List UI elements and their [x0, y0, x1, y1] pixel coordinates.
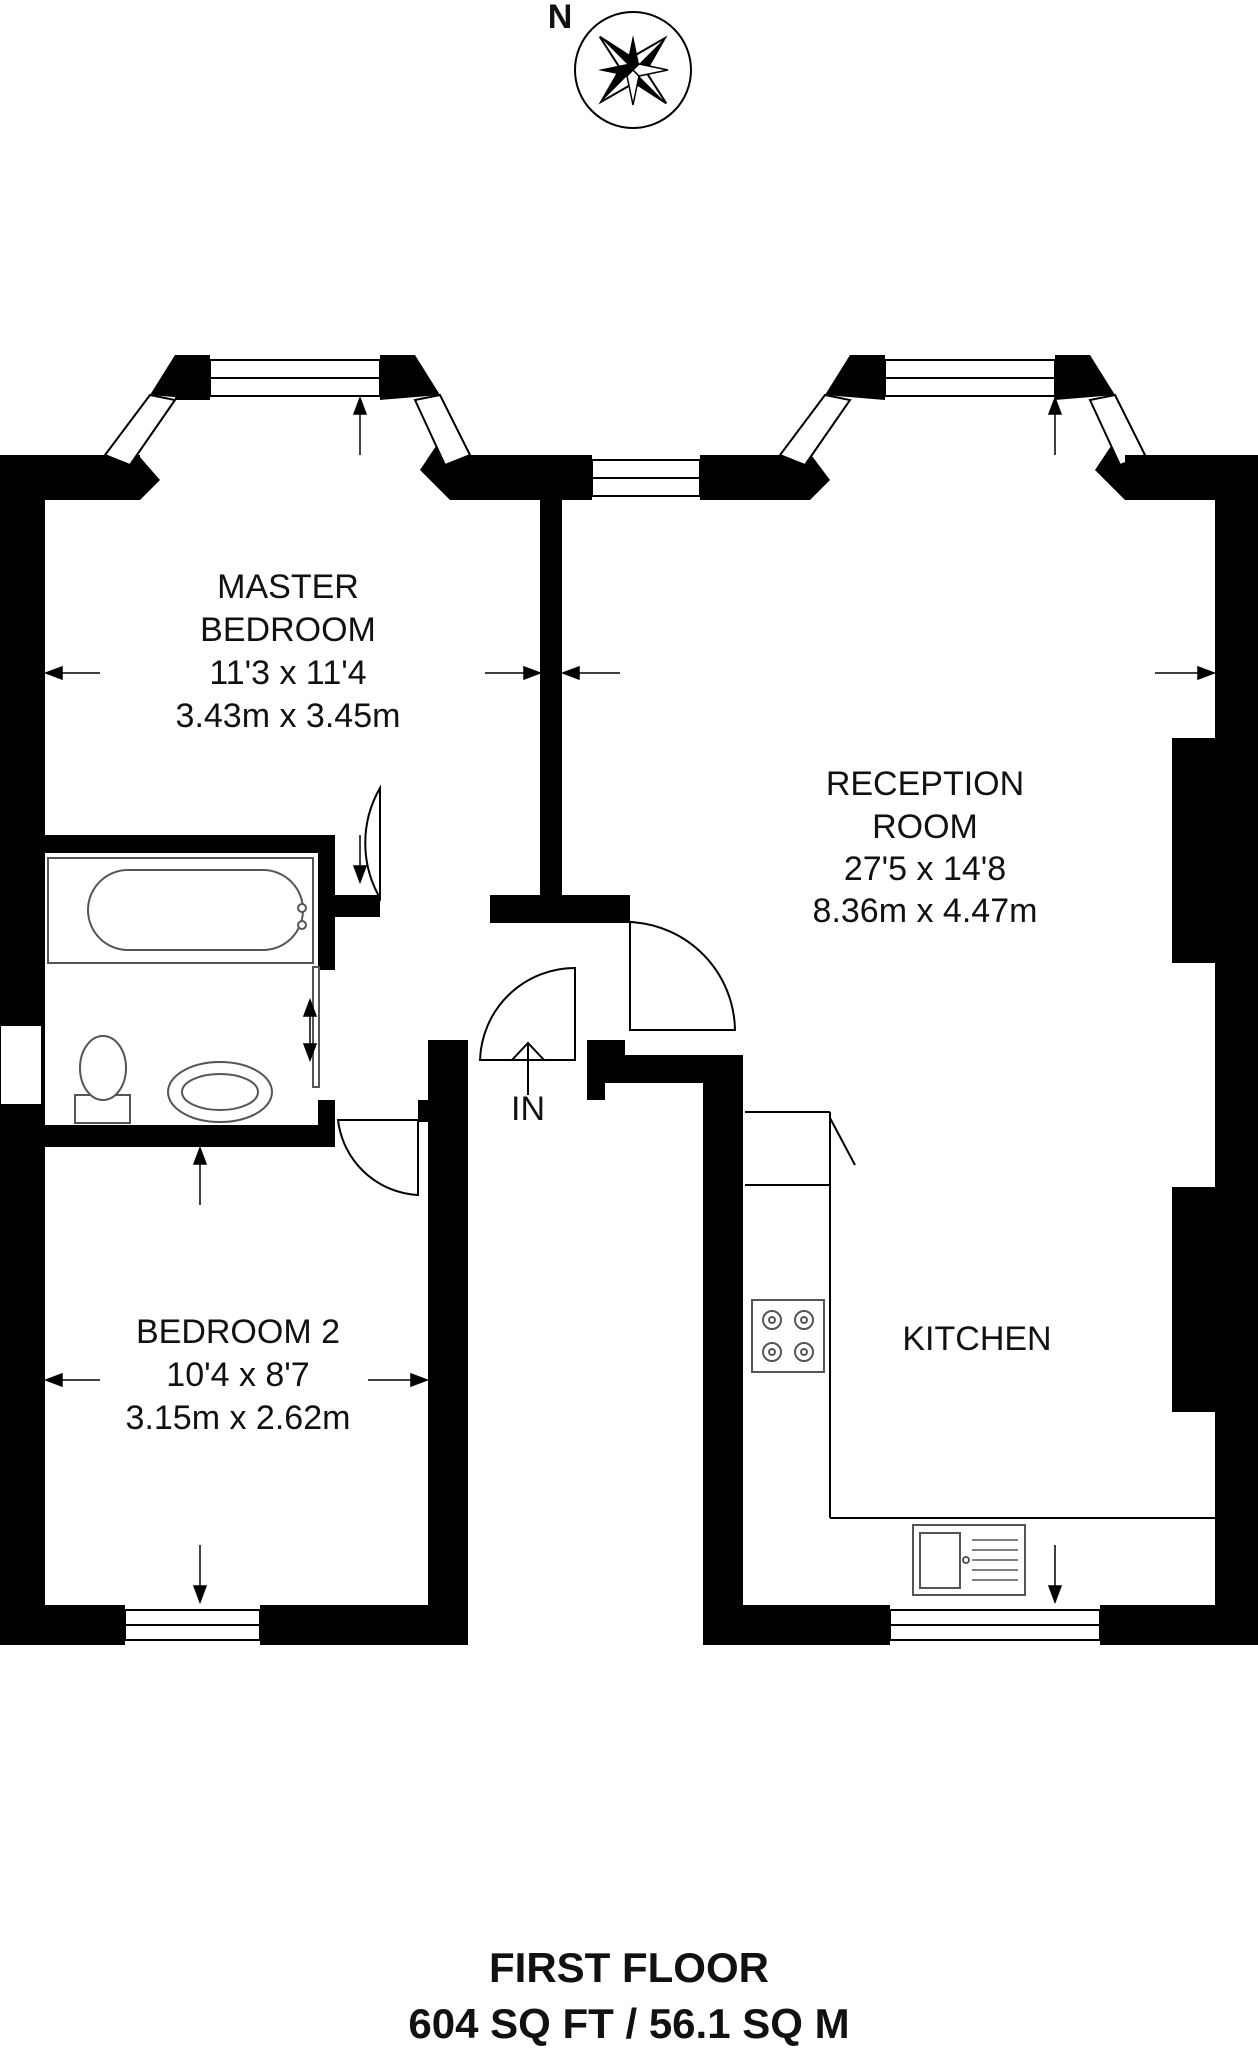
floor-area: 604 SQ FT / 56.1 SQ M — [408, 2000, 849, 2047]
bathtub — [47, 857, 314, 964]
bedroom-2-dim-metric: 3.15m x 2.62m — [126, 1399, 351, 1437]
bedroom-2-name: BEDROOM 2 — [136, 1313, 340, 1351]
reception-room-dim-metric: 8.36m x 4.47m — [813, 892, 1038, 930]
bedroom-2-door[interactable] — [336, 1119, 419, 1197]
kitchen-name: KITCHEN — [902, 1320, 1051, 1358]
reception-door[interactable] — [629, 920, 737, 1031]
entrance-door[interactable] — [478, 966, 576, 1061]
master-bedroom-name-2: BEDROOM — [200, 611, 376, 649]
right-wing-walls — [562, 355, 1258, 1645]
sink-icon — [912, 1524, 1026, 1596]
entrance-arrow-icon — [511, 1041, 545, 1095]
dimension-arrows — [43, 395, 1217, 1605]
master-bedroom-name-1: MASTER — [217, 568, 359, 606]
toilet — [74, 1035, 131, 1124]
master-bedroom-door[interactable] — [364, 784, 381, 902]
compass-rose-icon — [574, 11, 692, 129]
compass-north-label: N — [548, 0, 573, 36]
master-bedroom-dim-imperial: 11'3 x 11'4 — [209, 654, 366, 692]
kitchen-worktop — [829, 1185, 1215, 1519]
kitchen-cupboard — [745, 1111, 856, 1186]
basin — [167, 1061, 273, 1123]
left-wing-walls — [0, 355, 630, 1645]
floor-title: FIRST FLOOR — [489, 1944, 769, 1991]
reception-room-dim-imperial: 27'5 x 14'8 — [844, 850, 1006, 888]
master-bedroom-dim-metric: 3.43m x 3.45m — [176, 697, 401, 735]
reception-room-name-2: ROOM — [872, 808, 978, 846]
bedroom-2-dim-imperial: 10'4 x 8'7 — [166, 1356, 309, 1394]
reception-room-name-1: RECEPTION — [826, 765, 1024, 803]
entrance-label: IN — [511, 1090, 545, 1128]
hob-icon — [751, 1299, 825, 1373]
